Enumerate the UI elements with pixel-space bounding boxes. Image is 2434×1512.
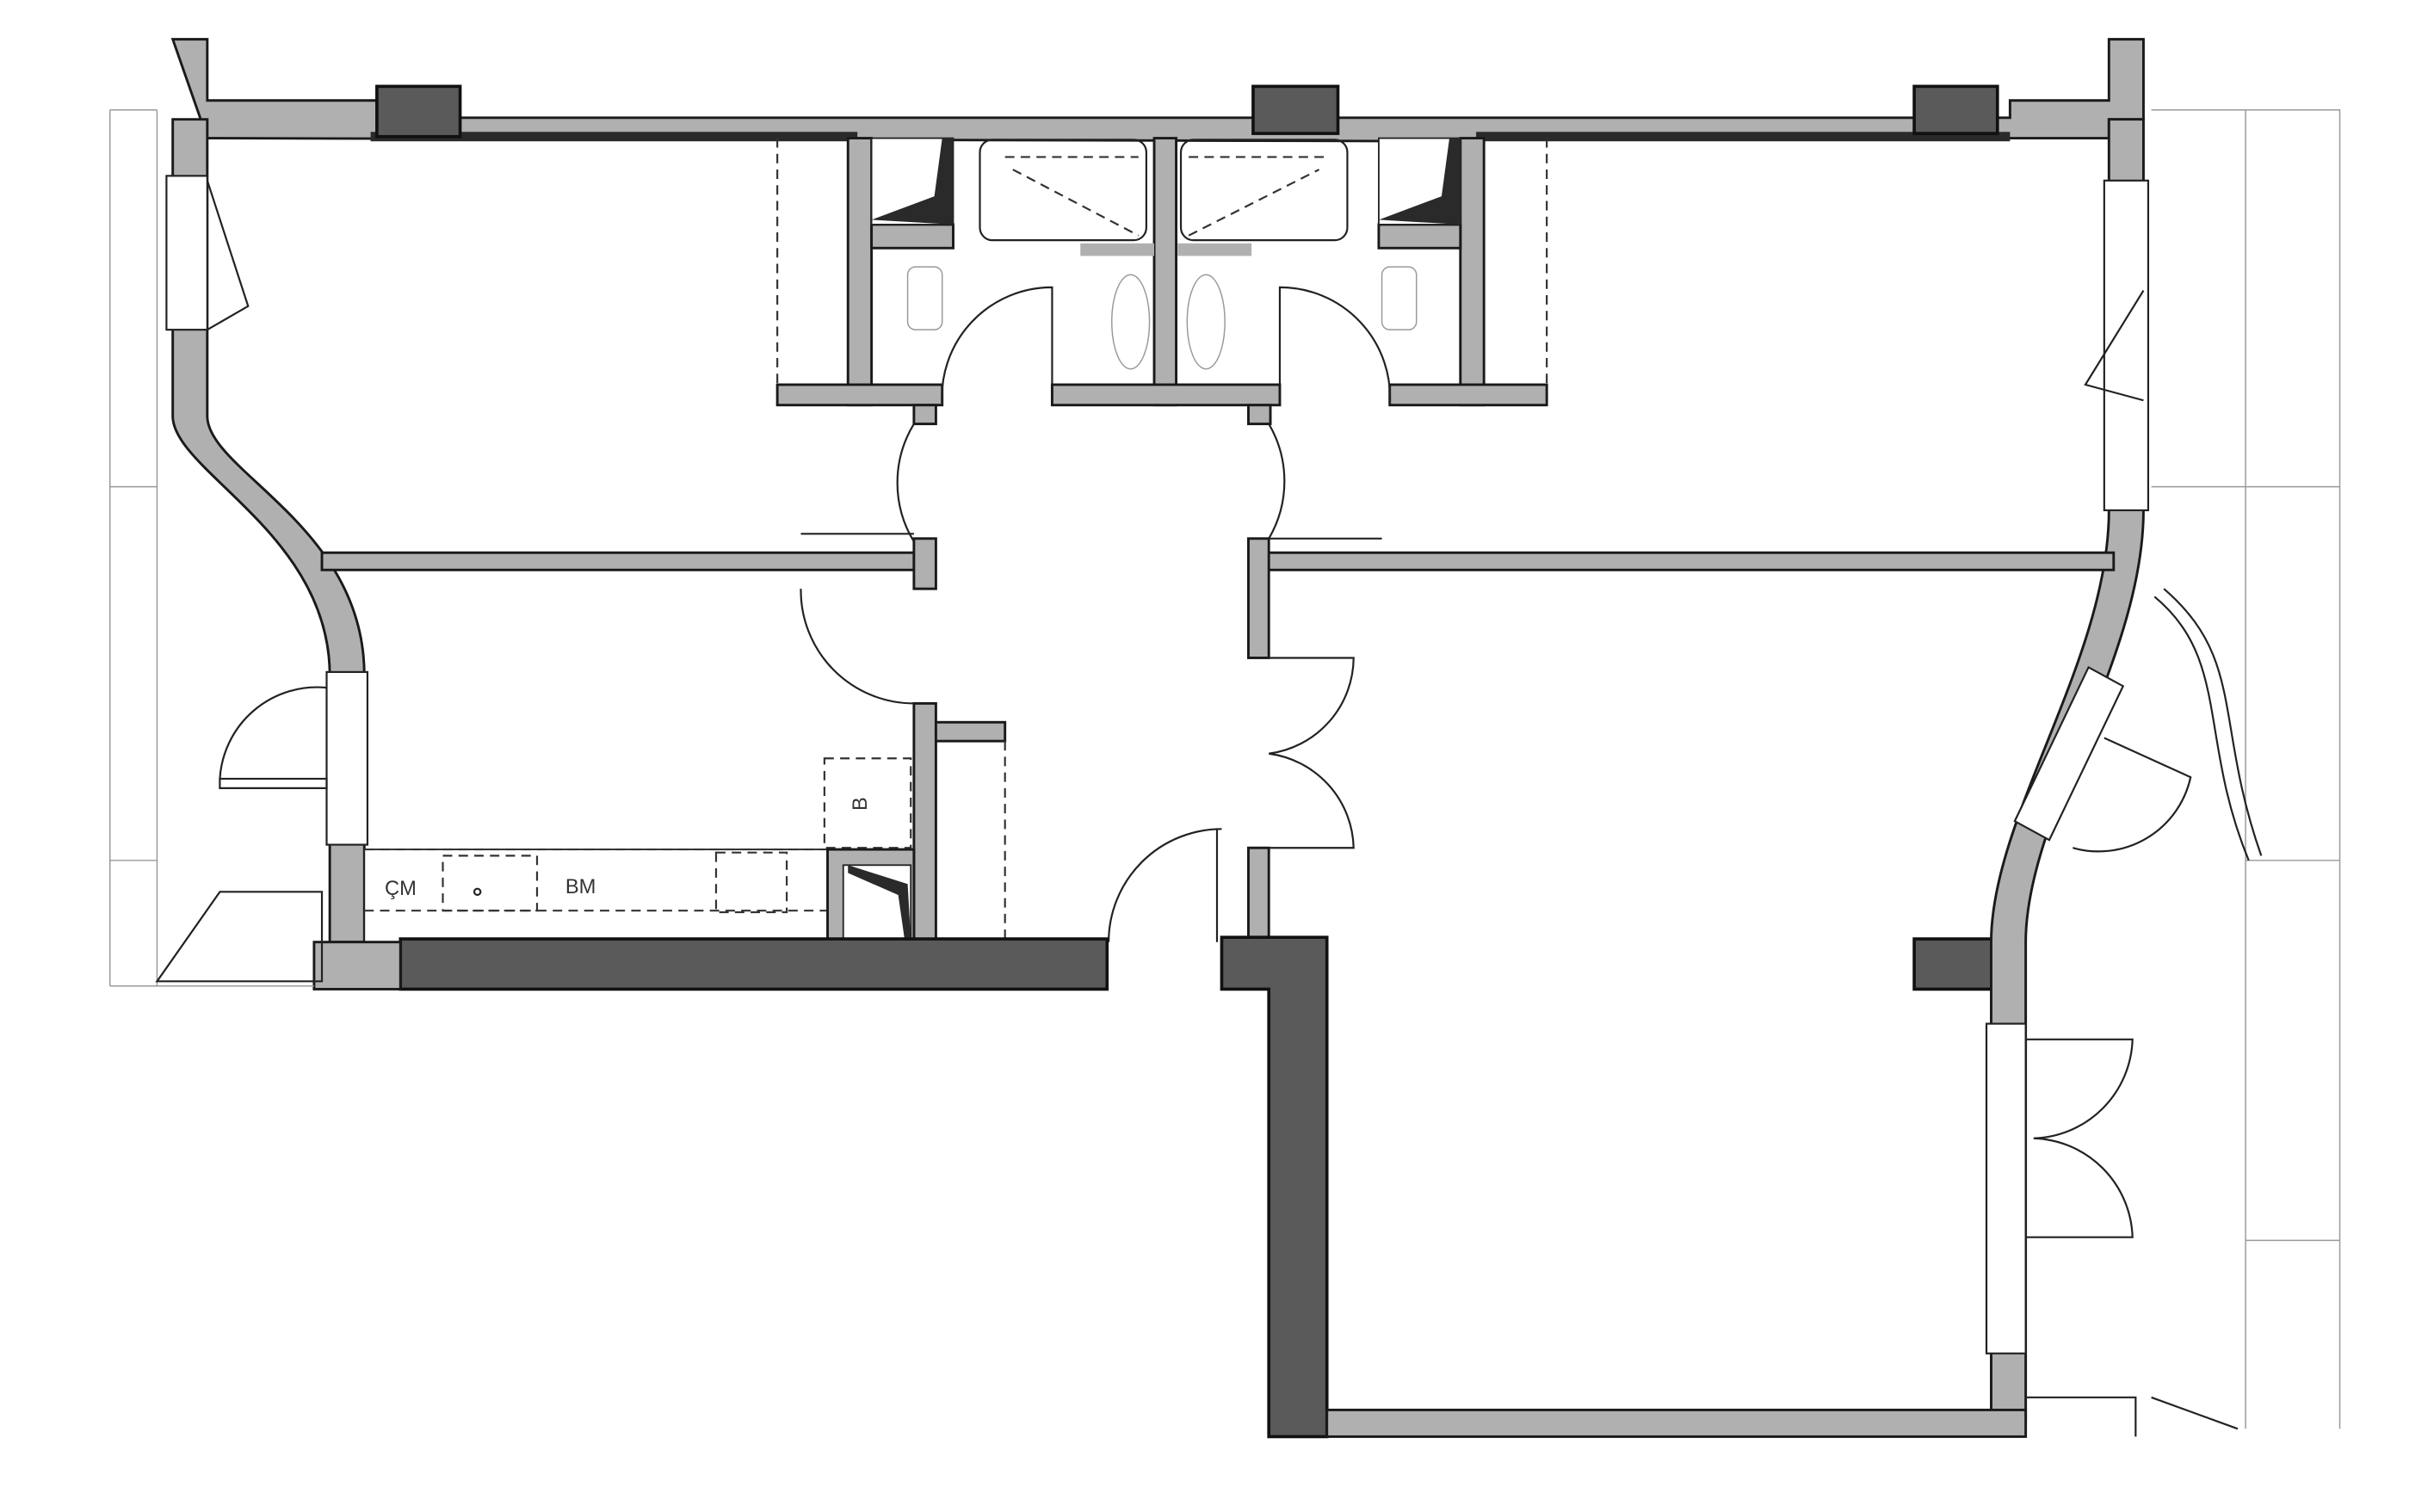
core-walls [312, 935, 2028, 1439]
dishwasher-label: ÇM [385, 878, 417, 900]
balcony-right [2025, 1396, 2239, 1437]
kitchen: B ÇM BM [363, 757, 916, 944]
kitchen-counter [363, 849, 829, 943]
sink-unit-label: BM [565, 876, 596, 898]
column [1912, 84, 1999, 135]
column [375, 84, 462, 139]
shower-tray [1179, 139, 1349, 242]
shower-tray [979, 139, 1147, 242]
right-facade-wall [1985, 118, 2263, 1423]
fridge [823, 757, 912, 849]
column [1251, 84, 1340, 135]
exterior-facade-right [2151, 108, 2341, 1429]
interior-walls [320, 423, 2116, 944]
structural-columns [375, 84, 1999, 991]
left-facade-wall [165, 118, 369, 944]
sink [442, 855, 539, 912]
fridge-label: B [849, 797, 872, 811]
column [1912, 937, 1999, 991]
cooktop [714, 851, 788, 914]
exterior-facade-left [108, 108, 158, 986]
bathroom-block [775, 137, 1548, 426]
balcony-left [109, 891, 324, 987]
top-wall [170, 38, 2145, 143]
